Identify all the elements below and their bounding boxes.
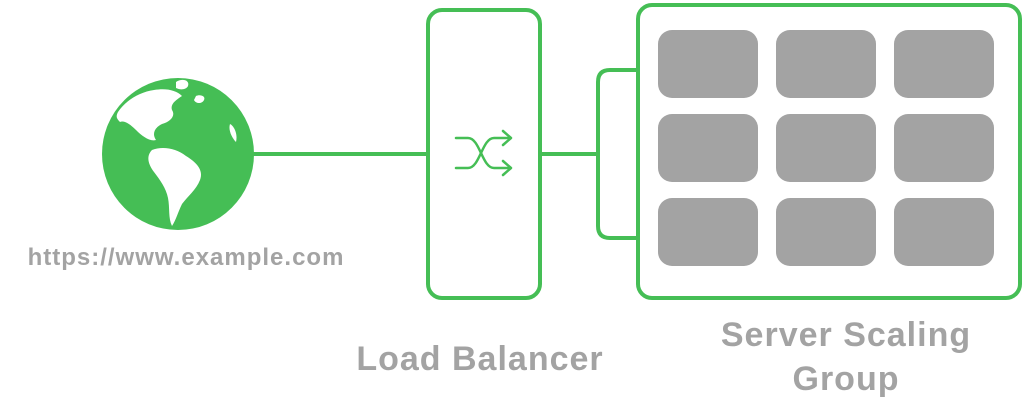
server-block <box>894 30 994 98</box>
globe-icon <box>102 78 254 230</box>
server-block <box>776 114 876 182</box>
server-block <box>776 30 876 98</box>
server-block <box>658 30 758 98</box>
server-group-label: Server Scaling Group <box>676 313 1016 401</box>
server-block <box>894 198 994 266</box>
shuffle-icon <box>454 129 513 177</box>
group-bracket <box>596 68 638 240</box>
server-block <box>658 198 758 266</box>
server-block <box>658 114 758 182</box>
server-grid <box>658 30 994 266</box>
client-url-label: https://www.example.com <box>27 244 345 271</box>
server-block <box>776 198 876 266</box>
load-balancer-box <box>426 8 542 300</box>
load-balancer-label: Load Balancer <box>356 340 604 378</box>
server-block <box>894 114 994 182</box>
server-group-label-line2: Group <box>792 360 900 398</box>
server-group-label-line1: Server Scaling <box>720 316 972 354</box>
